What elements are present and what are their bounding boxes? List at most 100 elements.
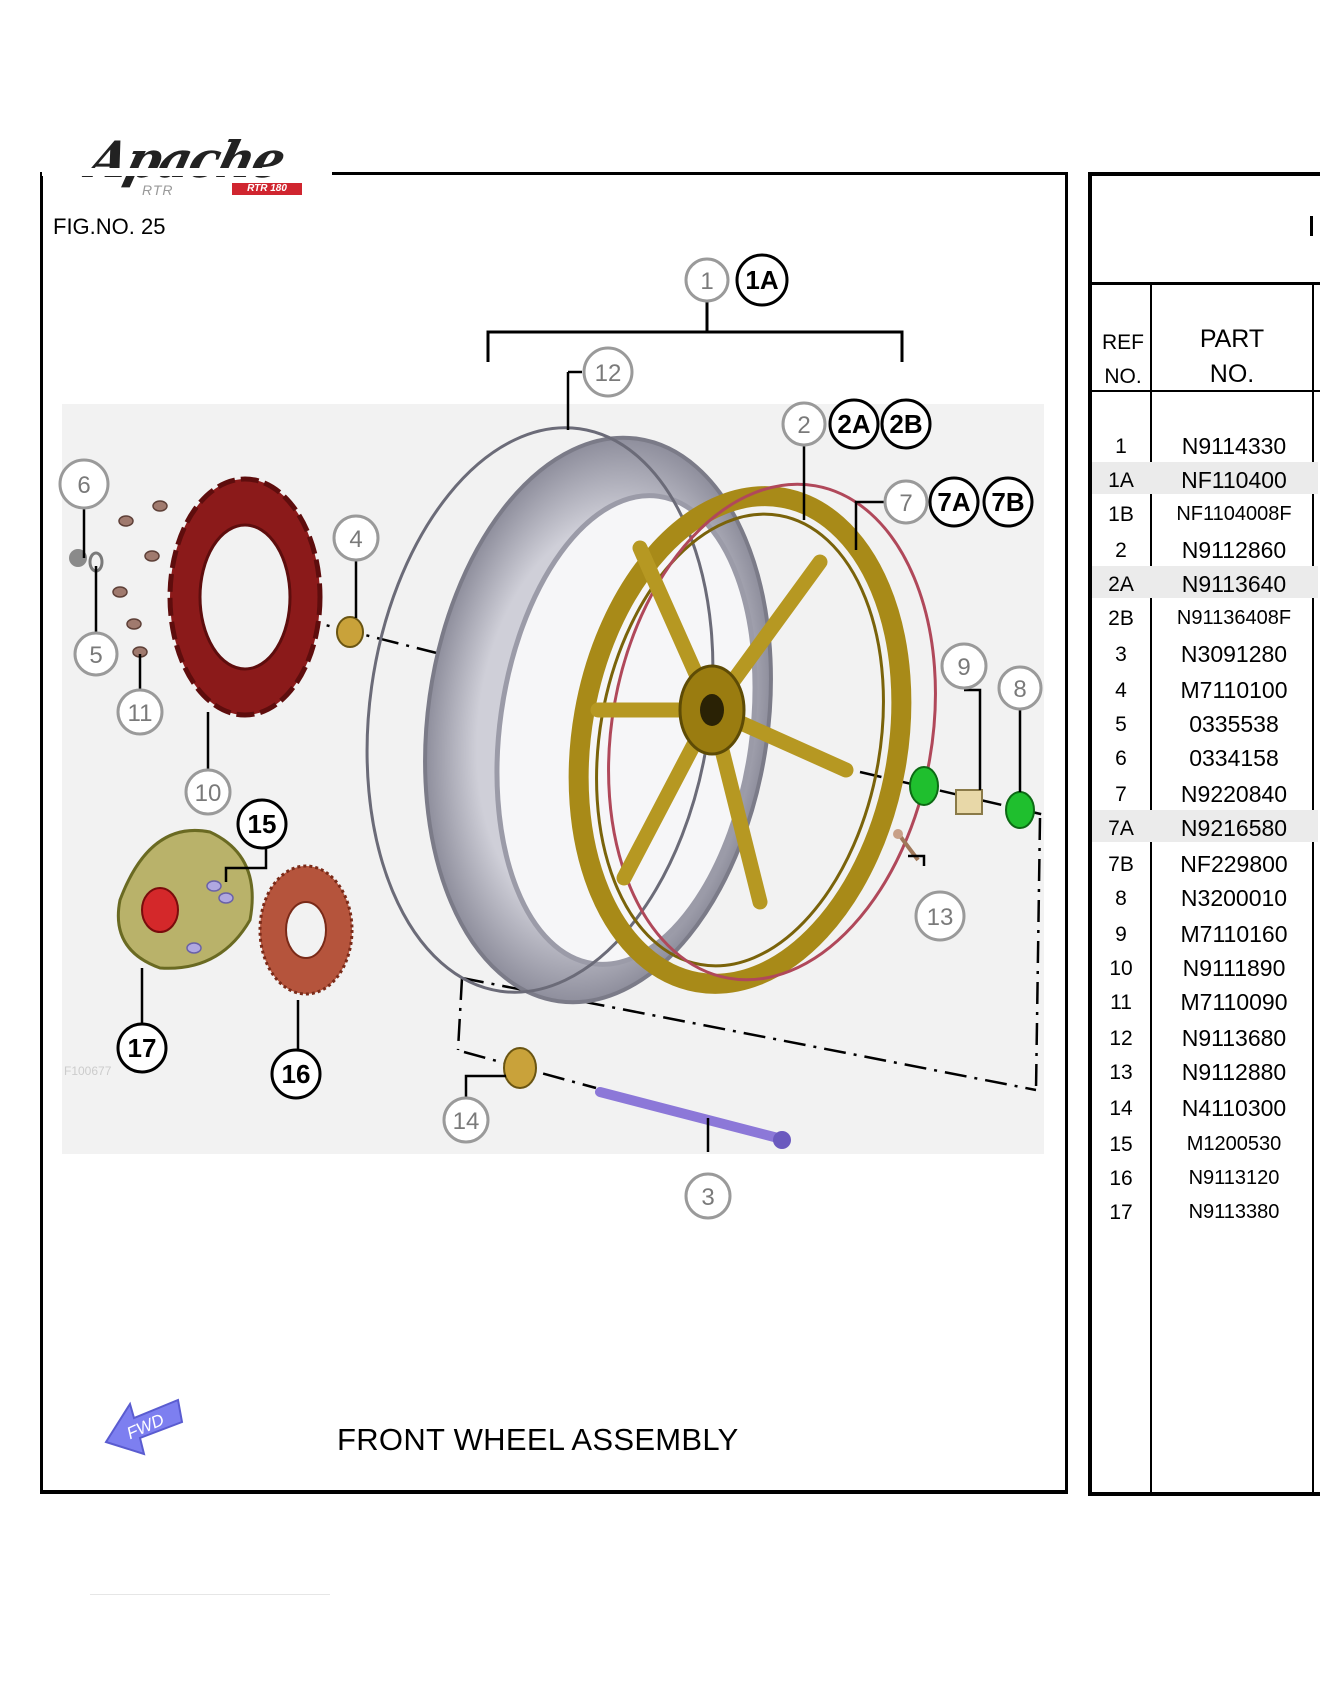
callout-13-label: 13: [927, 904, 954, 931]
callout-12-label: 12: [595, 360, 622, 387]
callout-2B: [880, 398, 932, 450]
table-column-divider: [1150, 282, 1152, 1494]
header-part-no: PART NO.: [1152, 322, 1312, 392]
part-no-cell: N9113380: [1188, 1201, 1280, 1223]
table-row: 17 N9113380: [1092, 1194, 1318, 1226]
part-8-collar: [1005, 791, 1035, 829]
part-no-cell: N91136408F: [1176, 607, 1292, 629]
ref-no-cell: 2: [1115, 539, 1127, 562]
brake-disc: [167, 476, 323, 718]
callout-5: [73, 631, 119, 677]
part-no-cell: N9112860: [1181, 537, 1287, 563]
tyre: [365, 426, 773, 1005]
light-callouts: [58, 257, 1043, 1220]
callout-6: [58, 458, 110, 510]
part-3-axle: [595, 1087, 791, 1149]
table-row: 5 0335538: [1092, 706, 1318, 738]
callout-2A-label: 2A: [837, 409, 870, 439]
ref-no-cell: 5: [1115, 713, 1127, 736]
callout-2-label: 2: [797, 412, 810, 439]
part-no-cell: N9114330: [1181, 433, 1287, 459]
part-no-cell: NF110400: [1181, 467, 1287, 493]
table-title-fragment: [1310, 216, 1313, 236]
table-row: 2 N9112860: [1092, 532, 1318, 564]
ref-no-cell: 17: [1109, 1201, 1133, 1224]
part-no-cell: M7110100: [1180, 677, 1288, 703]
part-14-collar: [503, 1047, 537, 1089]
table-row: 2B N91136408F: [1092, 600, 1318, 632]
part-no-cell: NF1104008F: [1176, 503, 1292, 525]
part-no-cell: N3091280: [1180, 641, 1288, 667]
ref-no-cell: 15: [1109, 1133, 1133, 1156]
part-9-spacer: [955, 789, 983, 815]
ref-no-cell: 3: [1115, 643, 1127, 666]
figure-number: FIG.NO. 25: [53, 214, 166, 239]
logo-gap: [42, 168, 332, 176]
ref-no-cell: 2A: [1108, 573, 1134, 596]
callout-1: [684, 257, 730, 303]
part-17-bracket: [116, 829, 254, 970]
callout-11-label: 11: [128, 700, 153, 727]
logo-model: RTR 180: [232, 183, 302, 195]
ref-no-cell: 13: [1109, 1061, 1133, 1084]
ref-no-cell: 2B: [1108, 607, 1134, 630]
callout-16: [270, 1048, 322, 1100]
callout-14-label: 14: [453, 1108, 480, 1135]
callout-7A: [928, 476, 980, 528]
table-header-top-rule: [1088, 282, 1320, 285]
logo-model-watermark: RTR: [142, 182, 174, 198]
callout-17-label: 17: [128, 1033, 157, 1063]
callout-4: [332, 514, 380, 562]
ref-no-cell: 7A: [1108, 817, 1134, 840]
ref-no-cell: 4: [1115, 679, 1127, 702]
bracket-1: [486, 302, 904, 362]
callout-10-label: 10: [195, 780, 222, 807]
callout-9: [940, 642, 988, 690]
ref-no-cell: 11: [1110, 991, 1132, 1014]
part-no-cell: N9216580: [1180, 815, 1288, 841]
table-row: 7A N9216580: [1092, 810, 1318, 842]
bold-callout-labels: 1A 2A 2B 7A 7B 15 17 16: [128, 265, 1025, 1089]
part-no-cell: M7110160: [1180, 921, 1288, 947]
ref-no-cell: 12: [1109, 1027, 1133, 1050]
header-part-line1: PART: [1199, 325, 1265, 353]
callout-8-label: 8: [1013, 676, 1026, 703]
callout-16-label: 16: [282, 1059, 311, 1089]
callout-7A-label: 7A: [937, 487, 970, 517]
part-no-cell: 0334158: [1189, 745, 1279, 771]
table-row: 9 M7110160: [1092, 916, 1318, 948]
callout-1A: [735, 253, 789, 307]
part-no-cell: N9113640: [1181, 571, 1287, 597]
disc-bolts: [112, 500, 168, 658]
callout-7-label: 7: [899, 490, 912, 517]
rim: [568, 482, 937, 994]
parts-table-frame: [1088, 172, 1320, 1496]
part-no-cell: 0335538: [1189, 711, 1279, 737]
callout-11: [116, 688, 164, 736]
part-4-collar: [336, 616, 364, 648]
callout-2: [781, 401, 827, 447]
diagram-frame: [40, 172, 1068, 1494]
ref-no-cell: 9: [1115, 923, 1127, 946]
ref-no-cell: 1B: [1108, 503, 1134, 526]
ref-no-cell: 1: [1115, 435, 1127, 458]
part-no-cell: N9113120: [1188, 1167, 1280, 1189]
header-part-line2: NO.: [1209, 360, 1255, 388]
table-row: 3 N3091280: [1092, 636, 1318, 668]
table-header-bottom-rule: [1088, 390, 1320, 392]
callout-2B-label: 2B: [889, 409, 922, 439]
part-no-cell: N9220840: [1180, 781, 1288, 807]
callout-5-label: 5: [89, 642, 102, 669]
ref-no-cell: 16: [1109, 1167, 1133, 1190]
callout-8: [997, 665, 1043, 711]
ref-no-cell: 8: [1115, 887, 1127, 910]
callout-7B-label: 7B: [991, 487, 1024, 517]
